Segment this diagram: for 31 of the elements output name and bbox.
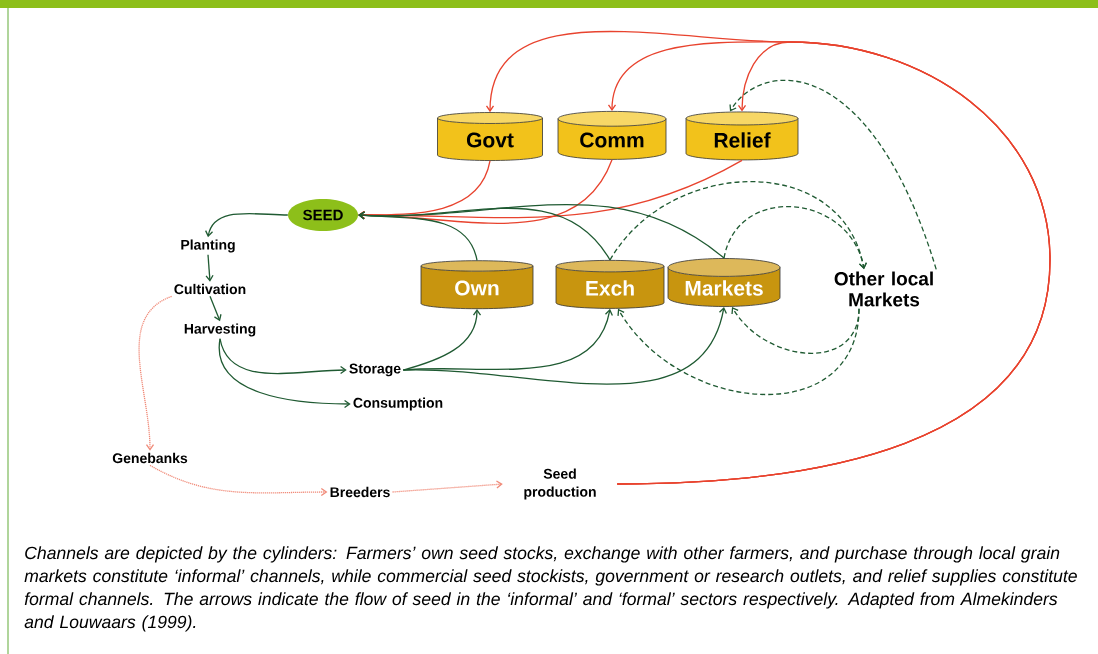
arrow xyxy=(209,295,222,322)
stage-label: Seed production xyxy=(524,468,596,500)
arrow xyxy=(402,306,728,385)
storage-cylinder: Relief xyxy=(685,111,799,161)
stage-label: Other local Markets xyxy=(834,271,933,307)
arrow xyxy=(723,206,868,270)
arrow xyxy=(219,338,347,375)
arrow xyxy=(731,306,860,354)
arrow xyxy=(617,308,860,396)
arrow xyxy=(149,464,328,497)
arrow xyxy=(204,212,289,238)
arrow xyxy=(391,480,503,493)
storage-cylinder: Own xyxy=(420,260,534,310)
arrow xyxy=(218,338,351,409)
stage-label: Harvesting xyxy=(184,323,256,337)
stage-label: Breeders xyxy=(330,486,390,498)
storage-cylinder: Govt xyxy=(437,112,543,161)
arrow xyxy=(729,79,937,270)
arrow xyxy=(358,204,725,259)
caption: Channels are depicted by the cylinders: Farmers’ own seed stocks, exchange with other farmers, and purchase through local grain markets constitute ‘informal’ channels, while commercial seed stockists, government or research outlets, and relief supplies constitute formal channels. The arrows indicate the flow of seed in the ‘informal’ and ‘formal’ sectors respectively. Adapted from Almekinders and Louwaars (1999). xyxy=(24,546,1077,632)
stage-label: Cultivation xyxy=(174,283,246,295)
storage-cylinder: Exch xyxy=(555,260,665,309)
storage-cylinder: Markets xyxy=(667,258,781,307)
storage-cylinder: Comm xyxy=(557,111,667,160)
stage-label: Consumption xyxy=(353,397,443,411)
stage-label: Storage xyxy=(349,363,401,377)
stage-label: Genebanks xyxy=(112,452,188,464)
arrow xyxy=(205,254,214,282)
arrow xyxy=(358,159,743,220)
stage-label: Planting xyxy=(181,239,235,253)
arrow xyxy=(138,295,173,451)
